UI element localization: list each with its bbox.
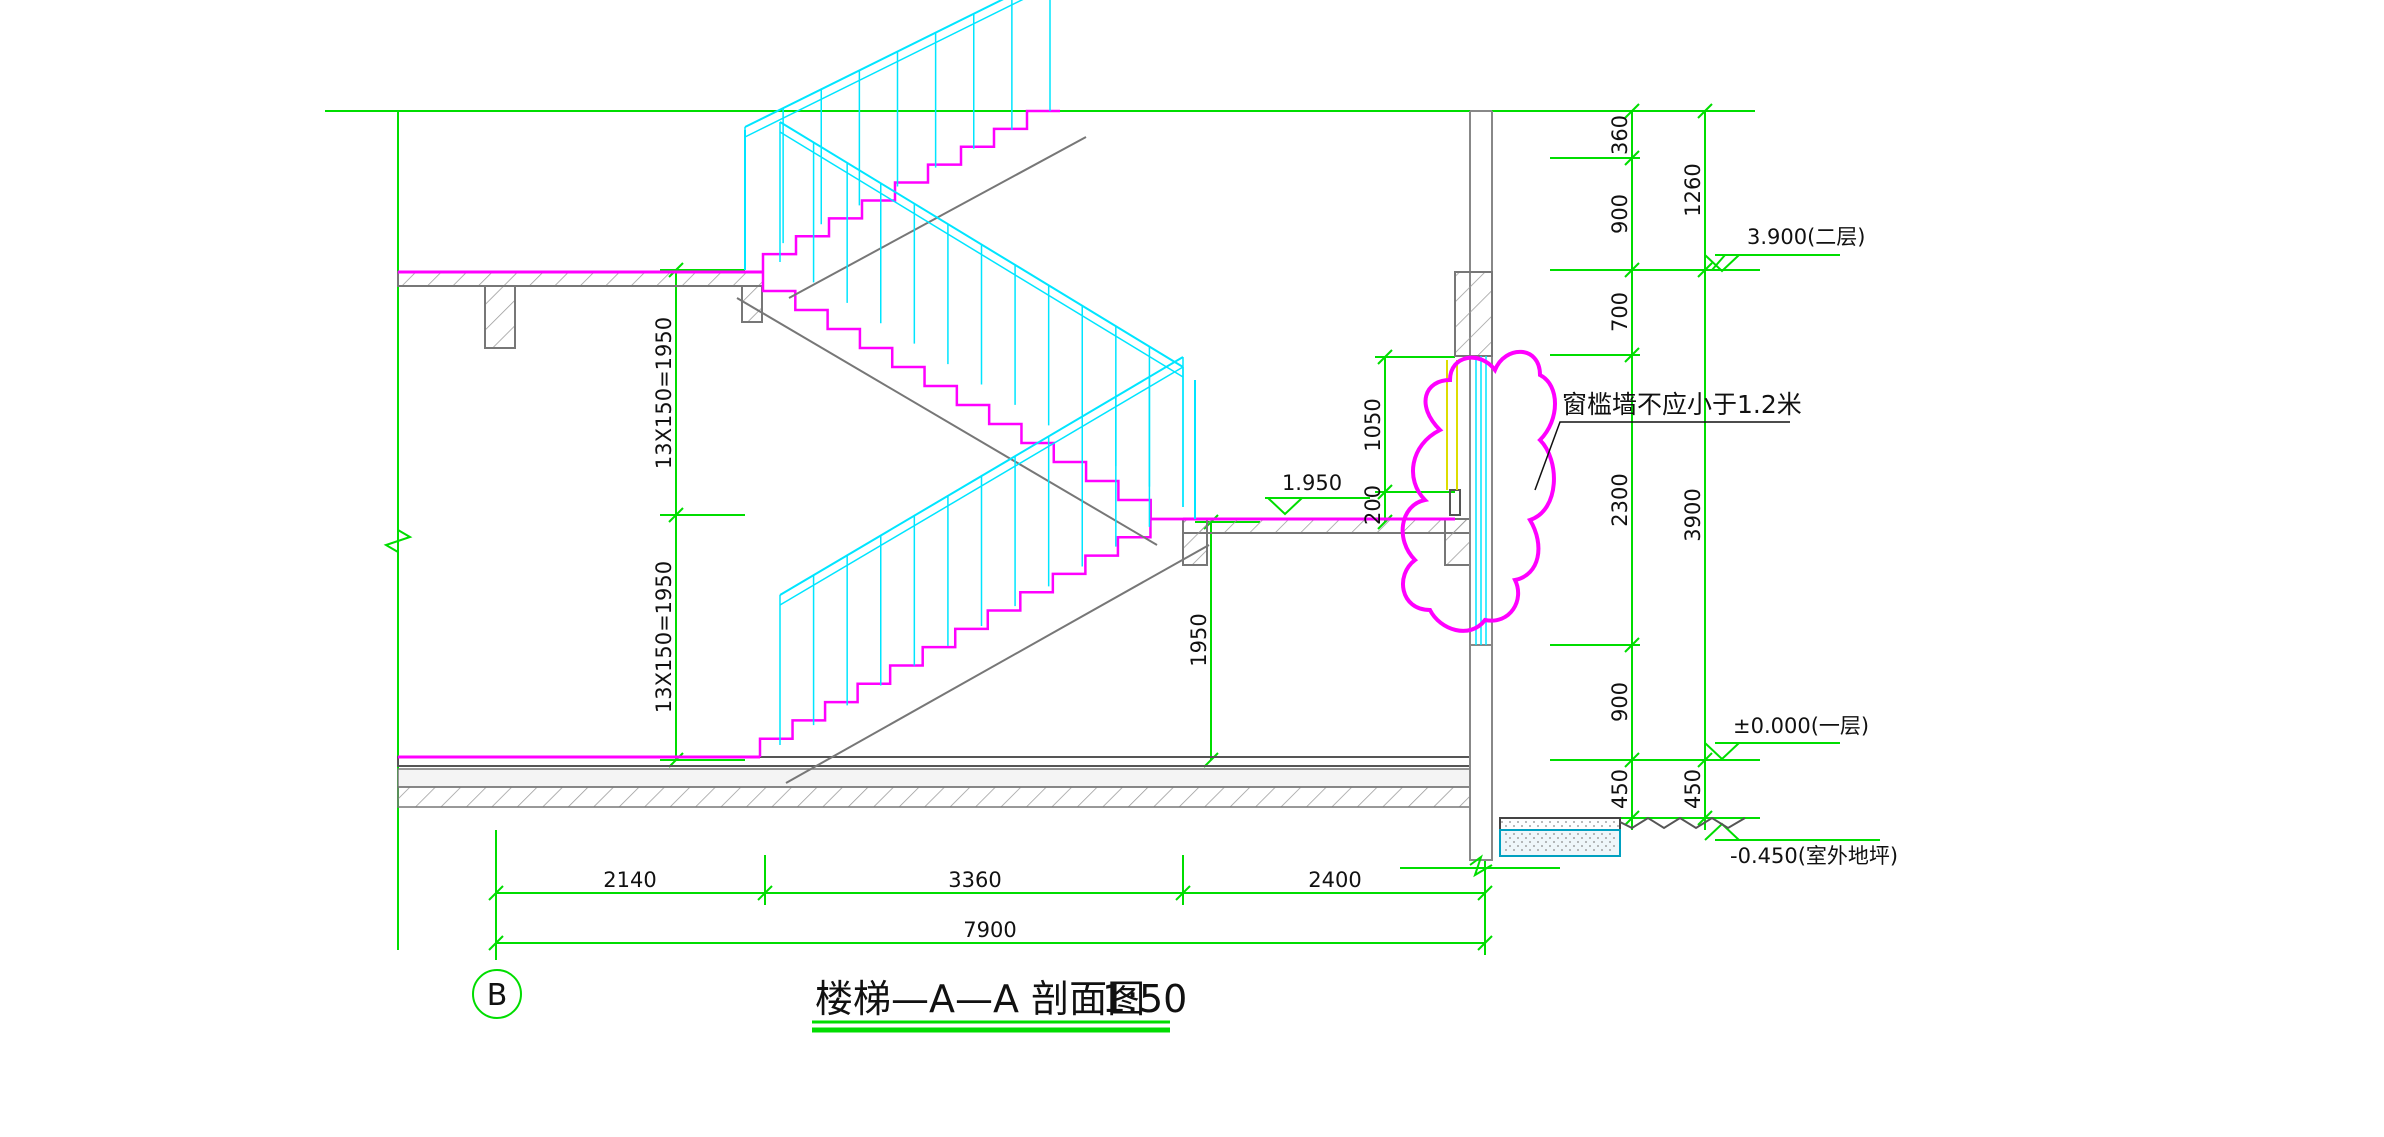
- text-labels: 2140 3360 2400 7900 13X150=1950 13X150=1…: [603, 115, 1898, 1021]
- dim-upper-flight: 13X150=1950: [652, 317, 676, 469]
- grid-axis-label: B: [487, 978, 508, 1013]
- dim-7900: 7900: [963, 918, 1016, 942]
- sill-wall: [1469, 644, 1493, 861]
- sill-curb: [1449, 489, 1461, 516]
- level-second-floor: 3.900(二层): [1747, 225, 1866, 249]
- window-sill-dimension: [1375, 349, 1455, 530]
- dim-sill-step: 200: [1361, 485, 1385, 525]
- landing-height-dimension: [1195, 497, 1370, 768]
- dim-window-sill: 1050: [1361, 398, 1385, 451]
- dim-right-inner-3: 700: [1608, 292, 1632, 332]
- flight-dimension: [660, 262, 745, 768]
- grid-bubble: [472, 969, 522, 1019]
- stair-soffit: [785, 544, 1210, 784]
- dim-2400: 2400: [1308, 868, 1361, 892]
- lintel-beam: [1454, 271, 1493, 357]
- title-underline: [812, 1020, 1170, 1033]
- drawing-scale: 1:50: [1102, 977, 1187, 1021]
- stair-soffit: [736, 297, 1158, 546]
- window-glazing: [1475, 356, 1487, 645]
- level-symbols: [1704, 254, 1880, 841]
- stair-tread-profile: [761, 272, 1183, 521]
- stair-tread-profile: [758, 517, 1183, 757]
- right-dimension-chains: [1550, 103, 1760, 830]
- note-leader: [1534, 421, 1790, 491]
- stair-tread-profile: [761, 109, 1060, 272]
- dim-right-inner-4: 2300: [1608, 473, 1632, 526]
- lower-stair-flight: [758, 517, 1210, 784]
- revision-cloud: [1400, 349, 1557, 633]
- dim-landing-height: 1950: [1187, 613, 1211, 666]
- top-stair-flight: [761, 109, 1087, 299]
- window-sill-note: 窗槛墙不应小于1.2米: [1562, 390, 1802, 419]
- dim-right-outer-1: 1260: [1681, 163, 1705, 216]
- ground-floor-slab: [397, 755, 1471, 808]
- dim-right-inner-2: 900: [1608, 194, 1632, 234]
- drawing-title: 楼梯—A—A 剖面图: [815, 977, 1145, 1021]
- dim-right-inner-5: 900: [1608, 682, 1632, 722]
- dim-lower-flight: 13X150=1950: [652, 561, 676, 713]
- dim-2140: 2140: [603, 868, 656, 892]
- outdoor-apron: [1499, 816, 1746, 857]
- dim-right-inner-6: 450: [1608, 769, 1632, 809]
- second-floor-slab: [397, 271, 764, 349]
- dim-right-inner-1: 360: [1608, 115, 1632, 155]
- mid-landing-slab: [1182, 518, 1471, 566]
- dim-right-outer-3: 450: [1681, 769, 1705, 809]
- level-outdoor: -0.450(室外地坪): [1730, 844, 1898, 868]
- level-first-floor: ±0.000(一层): [1733, 714, 1869, 738]
- wall-break: [1469, 854, 1493, 878]
- dim-3360: 3360: [948, 868, 1001, 892]
- upper-stair-flight: [736, 272, 1183, 546]
- level-landing: 1.950: [1282, 471, 1342, 495]
- stair-railings: [744, 0, 1196, 745]
- dim-right-outer-2: 3900: [1681, 488, 1705, 541]
- horizontal-dimension-chain: [488, 855, 1493, 955]
